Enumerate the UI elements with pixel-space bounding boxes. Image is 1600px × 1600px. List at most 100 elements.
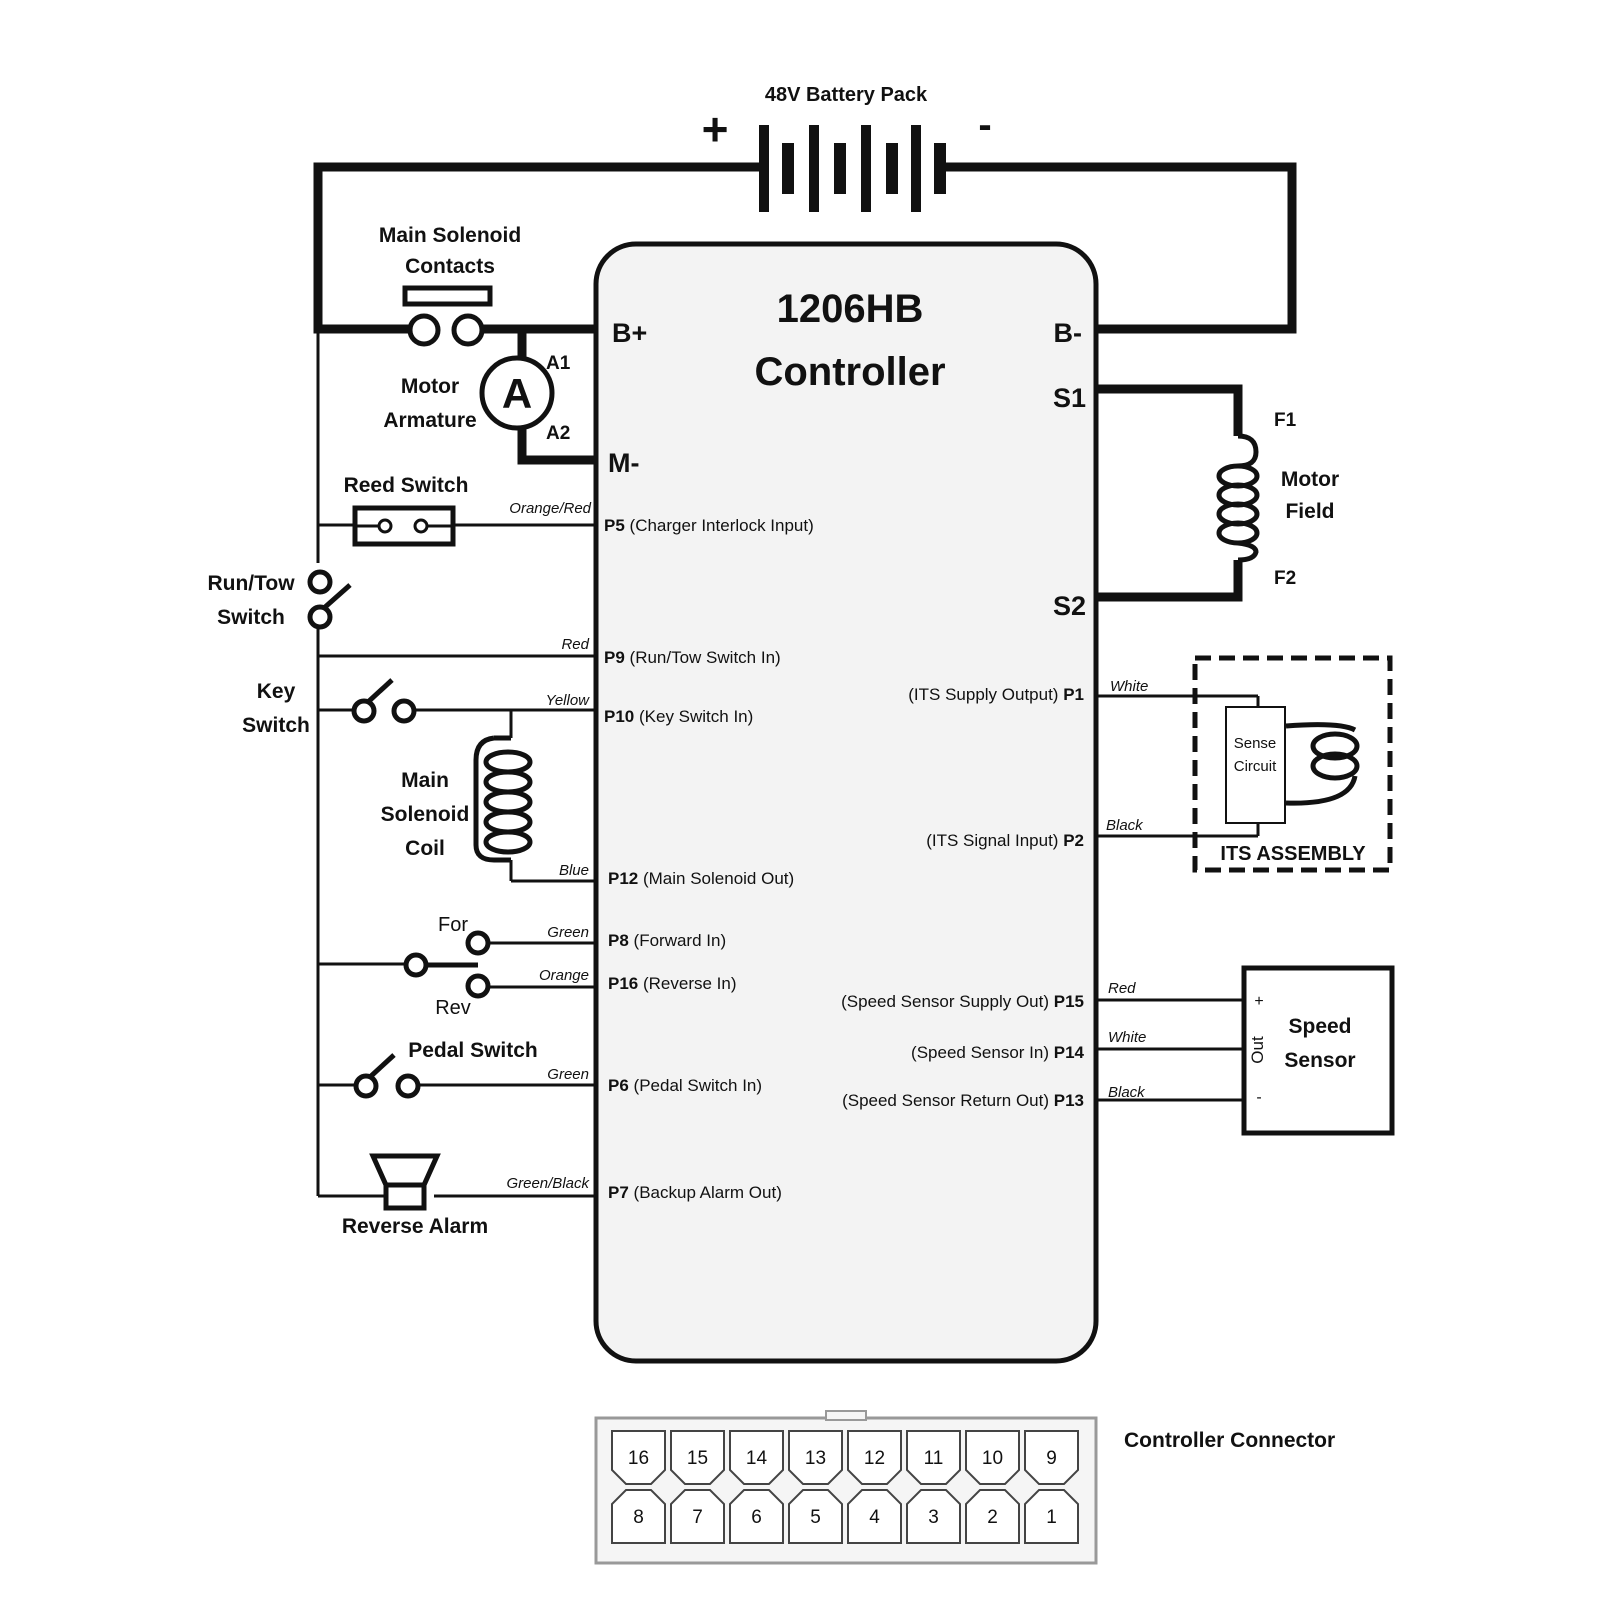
speed-sensor-label-line1: Speed — [1288, 1015, 1351, 1038]
main-solenoid-contacts-label-line1: Main Solenoid — [379, 224, 521, 247]
sensor-minus-label: - — [1256, 1089, 1261, 1106]
pin-description: (Speed Sensor Supply Out) — [841, 992, 1049, 1011]
pin-number: P15 — [1054, 992, 1084, 1011]
pin-number: P8 — [608, 931, 629, 950]
connector-pin-number: 12 — [864, 1448, 885, 1469]
connector-pin-number: 6 — [751, 1507, 762, 1528]
connector-pin-8: 8 — [611, 1489, 666, 1544]
svg-text:(Speed Sensor Supply Out) P15: (Speed Sensor Supply Out) P15 — [841, 992, 1084, 1011]
key-switch: Key Switch — [242, 678, 417, 737]
wire-color-label: Red — [1108, 980, 1136, 997]
switch-terminal — [307, 604, 333, 630]
svg-text:P7 (Backup Alarm Out): P7 (Backup Alarm Out) — [608, 1183, 782, 1202]
pin-description: (Speed Sensor In) — [911, 1043, 1049, 1062]
svg-text:P10 (Key Switch In): P10 (Key Switch In) — [604, 707, 753, 726]
connector-pin-number: 5 — [810, 1507, 821, 1528]
connector-pin-13: 13 — [788, 1430, 843, 1485]
connector-pin-number: 7 — [692, 1507, 703, 1528]
controller-title-line2: Controller — [754, 350, 945, 394]
connector-pin-16: 16 — [611, 1430, 666, 1485]
connector-pin-number: 2 — [987, 1507, 998, 1528]
key-switch-label-line2: Switch — [242, 714, 310, 737]
common-terminal — [403, 952, 429, 978]
motor-armature-label-line2: Armature — [383, 409, 476, 432]
reverse-alarm-label: Reverse Alarm — [342, 1215, 488, 1238]
run-tow-switch-label-line1: Run/Tow — [207, 572, 295, 595]
pin-description: (Speed Sensor Return Out) — [842, 1091, 1049, 1110]
motor-field: F1 F2 Motor Field — [1216, 410, 1339, 589]
switch-lever — [322, 583, 352, 610]
left-pin-p16: P16 (Reverse In) Orange — [539, 967, 737, 993]
connector-pin-11: 11 — [906, 1430, 961, 1485]
connector-pin-10: 10 — [965, 1430, 1020, 1485]
connector-pin-number: 3 — [928, 1507, 939, 1528]
connector-pin-5: 5 — [788, 1489, 843, 1544]
battery-symbol — [759, 125, 946, 212]
switch-terminal — [391, 698, 417, 724]
motor-armature-label-line1: Motor — [401, 375, 459, 398]
terminal-s2: S2 — [1053, 591, 1086, 621]
pin-number: P10 — [604, 707, 634, 726]
switch-terminal — [353, 1073, 379, 1099]
connector-pin-2: 2 — [965, 1489, 1020, 1544]
pin-number: P1 — [1063, 685, 1084, 704]
run-tow-switch-label-line2: Switch — [217, 606, 285, 629]
pin-number: P2 — [1063, 831, 1084, 850]
armature-a2-label: A2 — [546, 423, 570, 444]
sense-circuit-label-line1: Sense — [1234, 735, 1277, 752]
its-coil-symbol — [1285, 722, 1360, 806]
svg-text:P5 (Charger Interlock Input): P5 (Charger Interlock Input) — [604, 516, 814, 535]
wire-color-label: Orange — [539, 967, 589, 984]
connector-pin-12: 12 — [847, 1430, 902, 1485]
pin-description: (Reverse In) — [643, 974, 737, 993]
field-f2-label: F2 — [1274, 568, 1296, 589]
horn-bell — [369, 1153, 441, 1188]
speed-sensor-label-line2: Sensor — [1284, 1049, 1355, 1072]
connector-pin-number: 14 — [746, 1448, 768, 1469]
battery-plus-sign: + — [702, 103, 729, 155]
run-tow-switch: Run/Tow Switch — [207, 569, 352, 630]
forward-terminal — [465, 930, 491, 956]
sense-circuit-label-line2: Circuit — [1234, 758, 1277, 775]
switch-lever — [366, 678, 394, 704]
thin-wiring — [316, 329, 1260, 1198]
left-pin-p7: P7 (Backup Alarm Out) Green/Black — [506, 1175, 781, 1202]
connector-label: Controller Connector — [1124, 1429, 1335, 1452]
main-solenoid-coil-label-line1: Main — [401, 769, 449, 792]
key-switch-label-line1: Key — [257, 680, 296, 703]
right-pin-p14: (Speed Sensor In) P14 White — [911, 1029, 1146, 1062]
left-pin-p6: P6 (Pedal Switch In) Green — [547, 1066, 762, 1095]
pin-description: (Forward In) — [634, 931, 727, 950]
pin-number: P16 — [608, 974, 638, 993]
connector-pin-4: 4 — [847, 1489, 902, 1544]
pin-number: P6 — [608, 1076, 629, 1095]
reverse-label: Rev — [435, 997, 471, 1019]
wire-color-label: Black — [1108, 1084, 1146, 1101]
wire-color-label: Blue — [559, 862, 589, 879]
controller: 1206HB Controller B+ B- M- S1 S2 — [593, 241, 1099, 1364]
power-wiring — [313, 162, 1297, 602]
svg-text:P16 (Reverse In): P16 (Reverse In) — [608, 974, 737, 993]
right-pin-p1: (ITS Supply Output) P1 White — [908, 678, 1148, 704]
its-assembly-label: ITS ASSEMBLY — [1220, 843, 1366, 865]
connector-pin-number: 9 — [1046, 1448, 1057, 1469]
pedal-switch: Pedal Switch — [353, 1039, 538, 1099]
pedal-switch-label: Pedal Switch — [408, 1039, 538, 1062]
switch-lever — [368, 1053, 396, 1079]
pin-number: P7 — [608, 1183, 629, 1202]
main-solenoid-contacts-label-line2: Contacts — [405, 255, 495, 278]
reed-switch: Reed Switch — [344, 474, 468, 547]
battery-minus-sign: - — [978, 103, 991, 147]
pin-description: (Run/Tow Switch In) — [630, 648, 781, 667]
pin-description: (ITS Supply Output) — [908, 685, 1058, 704]
connector-pin-3: 3 — [906, 1489, 961, 1544]
wire-color-label: Green/Black — [506, 1175, 590, 1192]
terminal-bminus: B- — [1054, 318, 1083, 348]
svg-text:(ITS Supply Output) P1: (ITS Supply Output) P1 — [908, 685, 1084, 704]
connector-pin-1: 1 — [1024, 1489, 1079, 1544]
terminal-bplus: B+ — [612, 318, 647, 348]
connector-pin-number: 11 — [924, 1448, 944, 1469]
switch-terminal — [395, 1073, 421, 1099]
reed-contact — [413, 518, 429, 534]
